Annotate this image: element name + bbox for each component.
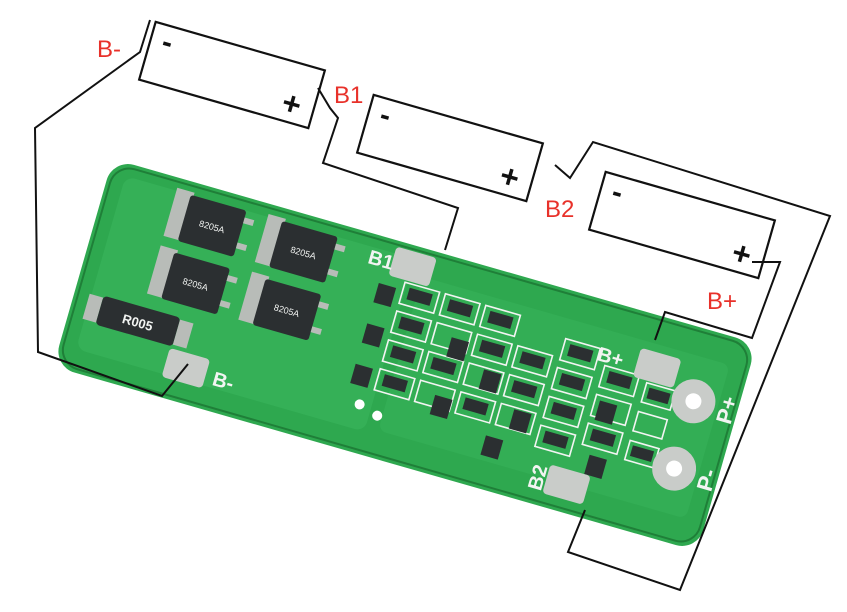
via-hole-2 — [372, 410, 383, 421]
pad-p-plus-hole — [685, 393, 702, 410]
wire-b-plus — [654, 261, 782, 341]
wires — [33, 19, 832, 592]
battery-cell-2: - + — [355, 93, 545, 203]
battery-cell-1: - + — [137, 20, 327, 130]
small-ics — [350, 282, 618, 479]
cell-1-body — [137, 20, 327, 130]
cell-2-body — [355, 93, 545, 203]
pad-b-plus — [633, 348, 681, 388]
pad-b1 — [389, 247, 437, 286]
pad-b2 — [543, 465, 590, 504]
label-b1: B1 — [334, 82, 364, 109]
silkscreen-grid — [373, 281, 677, 469]
battery-cell-3: - + — [587, 170, 777, 280]
wire-b1 — [317, 87, 460, 251]
mosfet-2: 8205A — [146, 245, 238, 314]
pad-p-minus-hole — [666, 460, 683, 477]
pcb-bevel — [61, 167, 749, 543]
wire-b-minus — [33, 19, 189, 398]
label-b2: B2 — [545, 196, 575, 223]
mosfet-group: 8205A 8205A 8205A 8205A — [146, 187, 346, 341]
mosfet-4: 8205A — [238, 271, 330, 341]
smd-passives — [381, 287, 671, 462]
shunt-resistor: R005 — [82, 293, 194, 349]
cell-3-body — [587, 170, 777, 280]
pcb-board: 8205A 8205A 8205A 8205A — [58, 164, 752, 546]
via-hole-1 — [354, 399, 365, 410]
mosfet-1: 8205A — [163, 187, 255, 257]
label-b-minus: B- — [97, 36, 121, 63]
label-b-plus: B+ — [707, 288, 738, 315]
mosfet-3: 8205A — [254, 213, 346, 283]
wire-b2 — [554, 140, 832, 592]
